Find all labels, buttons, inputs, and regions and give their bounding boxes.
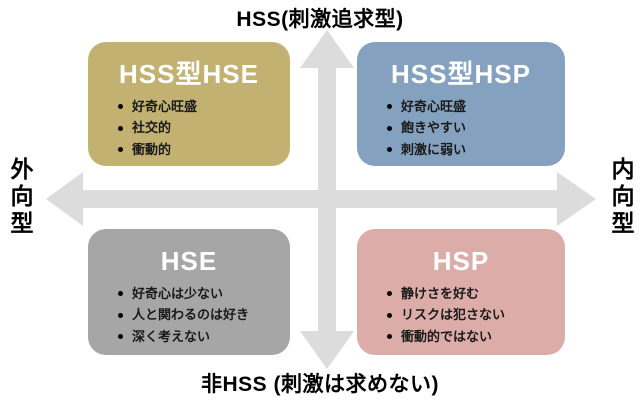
bullet-icon [118, 125, 123, 131]
trait-item: 深く考えない [118, 326, 284, 347]
axes-arrows-group [46, 30, 596, 369]
trait-text: 好奇心旺盛 [132, 99, 198, 114]
axis-label-left: 外向型 [7, 157, 33, 238]
quadrant-title-hss-hse: HSS型HSE [119, 59, 259, 89]
trait-item: 好奇心は少ない [118, 283, 284, 304]
trait-text: 好奇心旺盛 [401, 99, 467, 114]
bullet-icon [387, 291, 392, 297]
quadrant-title-hsp: HSP [432, 246, 490, 276]
trait-item: 飽きやすい [387, 117, 559, 138]
horizontal-axis-arrow [46, 172, 596, 226]
trait-list-hss-hse: 好奇心旺盛 社交的 衝動的 [88, 96, 290, 160]
bullet-icon [387, 334, 392, 340]
trait-text: 刺激に弱い [401, 141, 467, 157]
bullet-icon [118, 147, 123, 153]
quadrant-card-hss-hsp: HSS型HSP 好奇心旺盛 飽きやすい 刺激に弱い [357, 42, 565, 166]
trait-text: 衝動的ではない [401, 328, 493, 344]
axis-label-bottom: 非HSS (刺激は求めない) [201, 373, 439, 396]
trait-list-hse: 好奇心は少ない 人と関わるのは好き 深く考えない [88, 283, 290, 347]
bullet-icon [387, 125, 392, 131]
quadrant-title-hss-hsp: HSS型HSP [391, 59, 531, 89]
trait-item: 社交的 [118, 117, 284, 138]
trait-item: 衝動的 [118, 139, 284, 160]
trait-item: 静けさを好む [387, 283, 559, 304]
trait-text: 人と関わるのは好き [132, 307, 250, 323]
quadrant-card-hsp: HSP 静けさを好む リスクは犯さない 衝動的ではない [357, 229, 565, 355]
bullet-icon [118, 312, 123, 318]
trait-item: 刺激に弱い [387, 139, 559, 160]
trait-item: 好奇心旺盛 [387, 96, 559, 117]
quadrant-card-hss-hse: HSS型HSE 好奇心旺盛 社交的 衝動的 [88, 42, 290, 166]
trait-text: 飽きやすい [401, 120, 467, 136]
trait-text: 社交的 [132, 120, 172, 136]
bullet-icon [387, 147, 392, 153]
trait-item: 好奇心旺盛 [118, 96, 284, 117]
bullet-icon [118, 291, 123, 297]
quadrant-title-hse: HSE [160, 246, 218, 276]
bullet-icon [118, 334, 123, 340]
bullet-icon [387, 104, 392, 110]
axis-label-top: HSS(刺激追求型) [236, 8, 404, 31]
trait-item: リスクは犯さない [387, 304, 559, 325]
trait-text: 衝動的 [132, 141, 172, 157]
trait-text: 好奇心は少ない [132, 286, 224, 301]
trait-text: 静けさを好む [401, 286, 480, 301]
trait-list-hss-hsp: 好奇心旺盛 飽きやすい 刺激に弱い [357, 96, 565, 160]
axis-label-right: 内向型 [608, 157, 634, 238]
trait-item: 衝動的ではない [387, 326, 559, 347]
bullet-icon [118, 104, 123, 110]
trait-text: リスクは犯さない [401, 307, 506, 323]
trait-text: 深く考えない [132, 328, 211, 344]
quadrant-card-hse: HSE 好奇心は少ない 人と関わるのは好き 深く考えない [88, 229, 290, 355]
trait-item: 人と関わるのは好き [118, 304, 284, 325]
bullet-icon [387, 312, 392, 318]
trait-list-hsp: 静けさを好む リスクは犯さない 衝動的ではない [357, 283, 565, 347]
